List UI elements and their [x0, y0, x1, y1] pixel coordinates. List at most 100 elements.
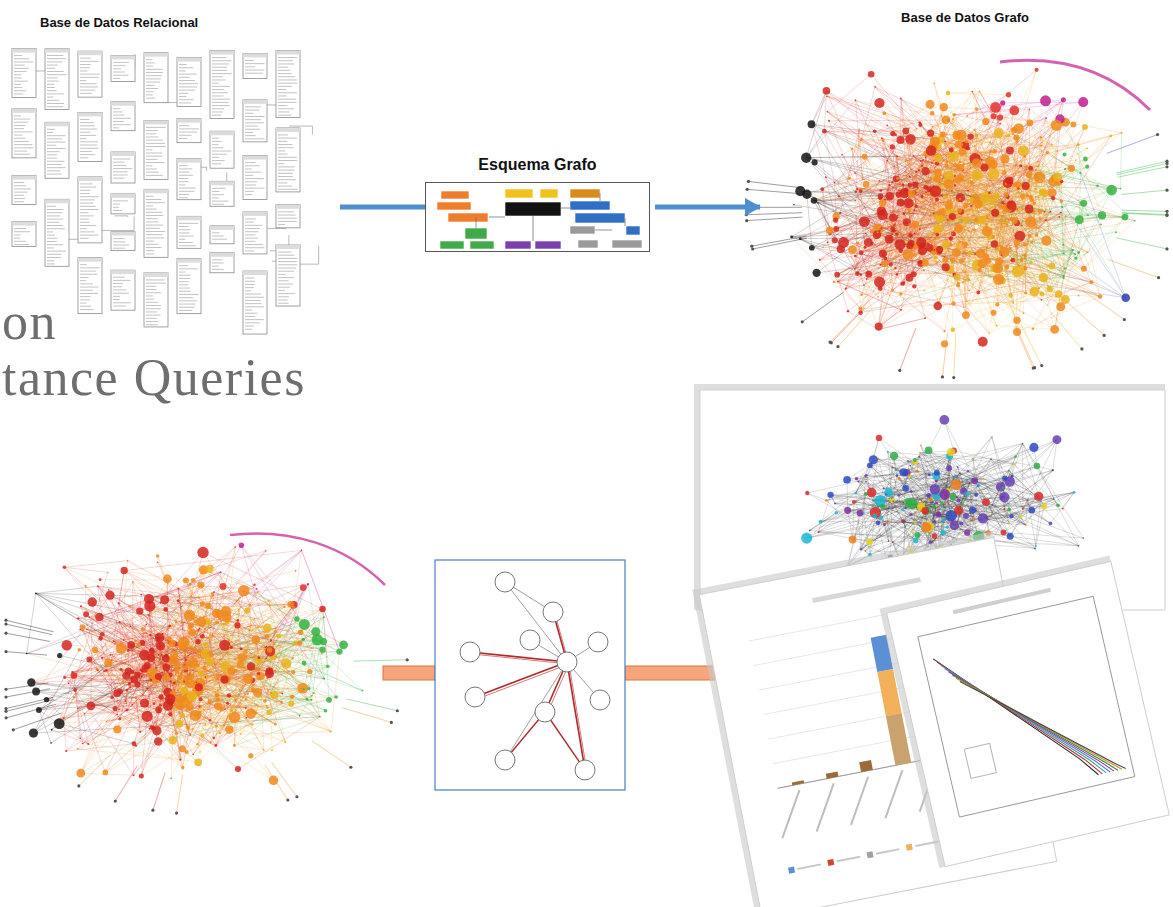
- table-row: [278, 115, 291, 116]
- graph-vertex: [981, 159, 983, 161]
- table-row: [146, 250, 154, 251]
- graph-vertex: [934, 249, 936, 251]
- graph-spike: [115, 766, 137, 801]
- graph-vertex: [949, 148, 954, 153]
- graph-vertex: [864, 238, 872, 246]
- graph-vertex: [908, 233, 913, 238]
- graph-spike: [802, 292, 843, 322]
- graph-vertex: [71, 672, 78, 679]
- graph-vertex: [896, 136, 904, 144]
- table-row: [278, 157, 297, 158]
- table-row: [80, 154, 95, 155]
- table-header: [243, 53, 267, 57]
- graph-vertex: [1003, 192, 1008, 197]
- graph-vertex: [145, 624, 147, 626]
- table-row: [146, 234, 163, 235]
- graph-edges: [27, 545, 340, 697]
- graph-vertex: [1013, 134, 1019, 140]
- graph-vertex: [971, 208, 973, 210]
- graph-vertex: [294, 616, 299, 621]
- graph-spike: [312, 741, 351, 768]
- table-row: [14, 144, 32, 145]
- graph-vertex: [257, 592, 259, 594]
- table-row: [47, 55, 63, 56]
- graph-vertex: [897, 158, 899, 160]
- graph-vertex: [956, 193, 965, 202]
- graph-vertex: [900, 98, 902, 100]
- graph-vertex: [1040, 95, 1051, 106]
- graph-vertex: [839, 212, 841, 214]
- table-row: [278, 102, 296, 103]
- graph-vertex: [965, 139, 969, 143]
- graph-vertex: [97, 585, 99, 587]
- table-row: [146, 149, 152, 150]
- graph-vertex: [1013, 328, 1021, 336]
- query-vertex: [588, 632, 608, 652]
- graph-vertex: [265, 634, 269, 638]
- table-box: [243, 100, 267, 142]
- graph-vertex: [184, 652, 186, 654]
- table-box: [78, 258, 102, 314]
- graph-vertex: [170, 777, 172, 779]
- graph-spike: [1117, 163, 1167, 174]
- graph-vertex: [195, 639, 201, 645]
- graph-vertex: [1083, 157, 1088, 162]
- table-row: [113, 286, 122, 287]
- graph-vertex: [270, 692, 272, 694]
- graph-vertex: [186, 726, 190, 730]
- table-row: [80, 271, 96, 272]
- relational-schema: [12, 48, 319, 334]
- table-row: [179, 288, 190, 289]
- graph-vertex: [266, 659, 269, 662]
- graph-vertex: [191, 638, 193, 640]
- table-header: [243, 271, 267, 275]
- graph-vertex: [1013, 302, 1015, 304]
- graph-spike: [900, 328, 916, 370]
- graph-edges: [792, 70, 1135, 342]
- graph-vertex: [1040, 144, 1042, 146]
- graph-vertex: [160, 602, 162, 604]
- query-vertex: [465, 687, 485, 707]
- graph-vertex: [248, 629, 250, 631]
- graph-vertex: [1001, 223, 1003, 225]
- graph-vertex: [912, 221, 919, 228]
- graph-vertex: [916, 237, 926, 247]
- graph-vertex: [223, 724, 226, 727]
- graph-vertex: [908, 164, 910, 166]
- graph-vertex: [215, 744, 218, 747]
- graph-vertex: [195, 683, 203, 691]
- graph-vertex: [1064, 267, 1066, 269]
- graph-vertex: [226, 702, 229, 705]
- table-header: [243, 100, 267, 104]
- table-row: [146, 165, 152, 166]
- graph-vertex: [1035, 68, 1039, 72]
- table-row: [14, 90, 26, 91]
- schema-mini-box: [465, 228, 487, 239]
- graph-vertex: [934, 176, 941, 183]
- graph-vertex: [1002, 216, 1004, 218]
- table-row: [212, 92, 228, 93]
- graph-vertex: [974, 128, 976, 130]
- table-row: [179, 223, 198, 224]
- graph-vertex: [84, 585, 86, 587]
- graph-vertex: [36, 707, 42, 713]
- graph-vertex: [171, 651, 178, 658]
- graph-vertex: [963, 251, 966, 254]
- table-row: [80, 235, 98, 236]
- table-row: [278, 141, 287, 142]
- table-row: [245, 113, 253, 114]
- graph-spike: [1117, 167, 1167, 177]
- graph-vertex: [130, 676, 138, 684]
- table-row: [212, 115, 221, 116]
- graph-vertex: [898, 190, 900, 192]
- graph-vertex: [1055, 296, 1057, 298]
- graph-vertex: [967, 190, 969, 192]
- graph-vertex: [210, 595, 213, 598]
- graph-vertex: [948, 167, 951, 170]
- table-row: [146, 302, 158, 303]
- graph-vertex: [196, 681, 198, 683]
- table-box: [45, 48, 69, 109]
- graph-vertex: [202, 666, 207, 671]
- graph-vertex: [954, 224, 963, 233]
- table-row: [278, 176, 293, 177]
